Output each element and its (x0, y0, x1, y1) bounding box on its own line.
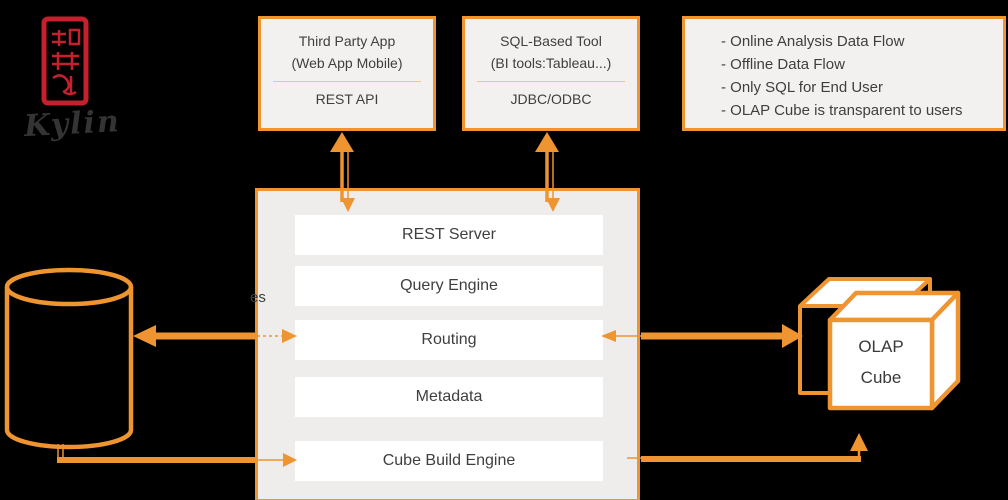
third-party-app-subtitle: (Web App Mobile) (291, 55, 403, 71)
divider (273, 81, 421, 82)
jdbc-odbc-label: JDBC/ODBC (510, 91, 592, 107)
arrow-routing-to-cylinder (133, 325, 255, 347)
legend-item: - OLAP Cube is transparent to users (721, 102, 963, 119)
olap-cube-label-line1: OLAP (858, 337, 904, 356)
olap-cube-front (827, 290, 961, 411)
arrow-thirdparty-restserver (330, 132, 355, 212)
third-party-app-box: Third Party App (Web App Mobile) REST AP… (258, 16, 436, 131)
sql-tool-title: SQL-Based Tool (500, 33, 602, 49)
sql-tool-subtitle: (BI tools:Tableau...) (490, 55, 612, 71)
layer-rest-server: REST Server (295, 215, 603, 255)
layer-routing: Routing (295, 320, 603, 360)
arrow-cubebuild-to-cube (627, 433, 868, 462)
kylin-wordmark: Kylin (23, 104, 122, 145)
rest-api-label: REST API (315, 91, 379, 107)
clipped-label-fragment: es (250, 289, 266, 306)
olap-cube-label: OLAP Cube (830, 331, 932, 393)
kylin-seal-icon (41, 16, 89, 106)
arrow-cylinder-to-cubebuild (57, 444, 297, 467)
layer-query-engine: Query Engine (295, 266, 603, 306)
third-party-app-title: Third Party App (298, 33, 396, 49)
legend-item: - Only SQL for End User (721, 79, 883, 96)
legend-box: - Online Analysis Data Flow - Offline Da… (682, 16, 1006, 131)
arrow-sqltool-restserver (535, 132, 560, 212)
legend-item: - Offline Data Flow (721, 56, 845, 73)
legend-item: - Online Analysis Data Flow (721, 33, 905, 50)
sql-tool-box: SQL-Based Tool (BI tools:Tableau...) JDB… (462, 16, 640, 131)
arrow-cube-to-routing (601, 330, 641, 342)
layer-metadata: Metadata (295, 377, 603, 417)
olap-cube-label-line2: Cube (860, 368, 902, 387)
kylin-platform-box: REST Server Query Engine Routing Metadat… (255, 188, 640, 500)
layer-cube-build-engine: Cube Build Engine (295, 441, 603, 481)
datasource-cylinder (4, 267, 134, 450)
divider (477, 81, 625, 82)
arrow-cylinder-to-routing (257, 329, 297, 343)
arrow-routing-to-cube (641, 324, 803, 348)
